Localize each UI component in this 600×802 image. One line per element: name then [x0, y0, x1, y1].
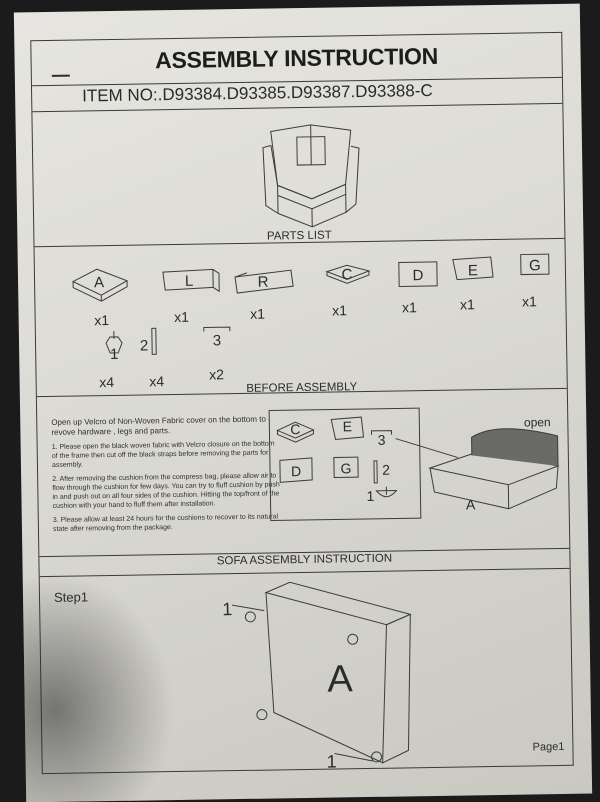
part-c-icon [325, 264, 371, 284]
document-frame: ASSEMBLY INSTRUCTION ITEM NO:.D93384.D93… [30, 31, 574, 775]
corner-sofa-icon [262, 124, 360, 228]
diagram-label-1: 1 [366, 488, 374, 504]
page-number: Page1 [532, 740, 565, 754]
part-g-icon [520, 253, 550, 276]
diagram-label-c: C [290, 421, 300, 437]
diagram-label-open: open [524, 415, 551, 429]
instruction-sheet: ASSEMBLY INSTRUCTION ITEM NO:.D93384.D93… [13, 3, 593, 802]
instruction-step-1: 1. Please open the black woven fabric wi… [51, 440, 275, 469]
part-e-icon [452, 256, 494, 281]
diagram-label-g: G [340, 460, 351, 476]
hardware-2-qty: x4 [149, 373, 164, 389]
leg-icon [105, 330, 123, 354]
instruction-lead: Open up Velcro of Non-Woven Fabric cover… [51, 414, 266, 437]
part-l-label: L [185, 273, 194, 290]
parts-list-section: PARTS LIST [34, 230, 567, 398]
document-title: ASSEMBLY INSTRUCTION [154, 42, 439, 74]
item-number: ITEM NO:.D93384.D93385.D93387.D93388-C [82, 80, 433, 106]
bolt-icon [151, 327, 157, 355]
diagram-label-3: 3 [378, 432, 386, 448]
callout-1-bottom: 1 [326, 752, 336, 772]
part-c-label: C [341, 266, 352, 283]
before-assembly-instructions: Open up Velcro of Non-Woven Fabric cover… [51, 414, 283, 539]
instruction-step-3: 3. Please allow at least 24 hours for th… [52, 513, 279, 533]
part-d-label: D [412, 267, 423, 284]
part-r-qty: x1 [250, 306, 265, 322]
part-e-label: E [468, 262, 478, 279]
step1-part-a: A [327, 658, 354, 700]
dash-mark [51, 74, 70, 77]
part-a-qty: x1 [94, 312, 109, 328]
part-l-qty: x1 [174, 309, 189, 325]
hardware-1-label: 1 [110, 346, 119, 363]
sofa-assembly-section: SOFA ASSEMBLY INSTRUCTION Step1 1 [39, 548, 572, 773]
part-l-icon [162, 268, 220, 293]
diagram-label-a: A [466, 496, 476, 512]
product-illustration-row [32, 102, 565, 248]
part-e-qty: x1 [460, 296, 475, 312]
part-a-icon [71, 268, 129, 302]
hardware-1-qty: x4 [99, 374, 114, 390]
part-g-qty: x1 [522, 293, 537, 309]
part-d-icon [398, 261, 438, 287]
part-r-label: R [258, 274, 269, 291]
hardware-3-qty: x2 [209, 366, 224, 382]
diagram-label-d: D [291, 463, 301, 479]
instruction-step-2: 2. After removing the cushion from the c… [52, 472, 280, 510]
callout-1-top: 1 [222, 599, 232, 619]
part-c-qty: x1 [332, 302, 347, 318]
part-g-label: G [529, 257, 541, 274]
before-assembly-section: BEFORE ASSEMBLY Open up Velcro of Non-Wo… [36, 381, 570, 558]
parts-illustrations: A L R C D E G 1 2 3 x1 x1 x1 x1 x1 [71, 253, 550, 390]
step1-diagram: 1 1 A [222, 581, 412, 772]
diagram-label-e: E [343, 418, 353, 434]
connector-bracket-icon [203, 326, 231, 332]
part-d-qty: x1 [402, 299, 417, 315]
diagram-label-2: 2 [382, 462, 390, 478]
part-a-label: A [94, 274, 104, 291]
unpacking-diagram: C E D G 2 3 1 A open [268, 407, 560, 522]
hardware-2-label: 2 [140, 337, 149, 354]
part-r-icon [234, 269, 294, 294]
hardware-3-label: 3 [213, 332, 222, 349]
